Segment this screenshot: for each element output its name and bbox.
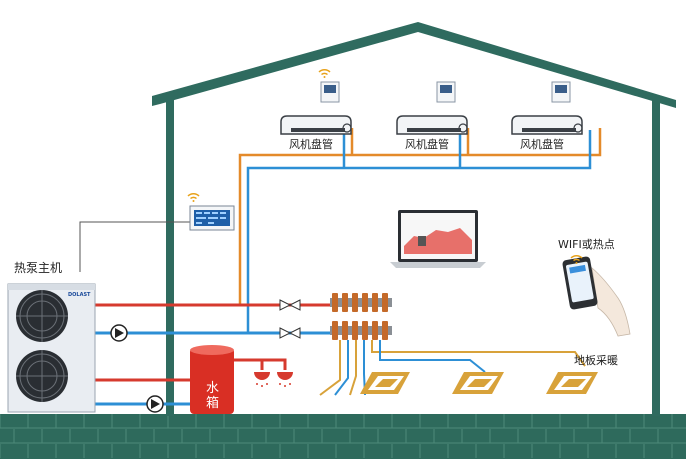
heat-pump-label: 热泵主机 (14, 261, 62, 275)
tank-pipes (234, 358, 287, 370)
floor-heating-label: 地板采暖 (574, 353, 618, 367)
fan-icon (16, 290, 68, 342)
manifold-return (330, 321, 392, 340)
fan-icon (16, 350, 68, 402)
water-tank: 水 箱 (190, 345, 234, 414)
shower-head-icon (254, 372, 270, 387)
phone-icon (562, 256, 631, 337)
wifi-icon (570, 255, 583, 264)
ground-wall (0, 414, 686, 459)
floor-heating-coil (360, 372, 410, 394)
main-controller-panel (189, 205, 235, 231)
fan-coil-label: 风机盘管 (520, 137, 564, 151)
wifi-icon (318, 69, 331, 78)
heat-pump-unit: DOLAST (7, 283, 96, 413)
water-tank-label-2: 箱 (206, 395, 219, 411)
fan-coil-unit (280, 115, 352, 135)
shower-head-icon (277, 372, 293, 387)
thermostat-panel (551, 81, 571, 103)
fan-coil-supply-pipes (238, 128, 602, 333)
fan-coil-label: 风机盘管 (289, 137, 333, 151)
fan-coil-unit (396, 115, 468, 135)
valve-icon (279, 299, 301, 311)
valve-icon (279, 327, 301, 339)
control-wire (79, 221, 190, 272)
floor-heating-loops (319, 340, 586, 396)
house-outline (152, 22, 676, 416)
floor-heating-coil (546, 372, 598, 394)
fan-coil-label: 风机盘管 (405, 137, 449, 151)
fan-coil-unit (511, 115, 583, 135)
laptop-icon (390, 210, 486, 268)
water-tank-label-1: 水 (206, 381, 219, 396)
wifi-hotspot-label: WIFI或热点 (558, 238, 615, 251)
brand-logo: DOLAST (68, 292, 91, 298)
manifold-supply (330, 293, 392, 312)
floor-heating-coil (452, 372, 504, 394)
thermostat-panel (320, 81, 340, 103)
circulation-pump-icon (146, 395, 164, 413)
thermostat-panel (436, 81, 456, 103)
wifi-icon (187, 193, 200, 202)
circulation-pump-icon (110, 324, 128, 342)
